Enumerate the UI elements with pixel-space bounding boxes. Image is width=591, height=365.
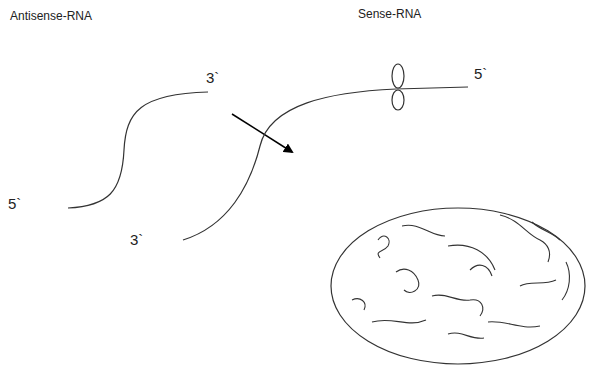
strand-end: 5` xyxy=(474,66,487,83)
antisense-strand xyxy=(68,92,208,208)
strand-end: 5` xyxy=(8,196,21,213)
rna-fragments xyxy=(352,215,569,338)
hairpin-loop xyxy=(392,64,404,88)
molecule-name: Sense-RNA xyxy=(358,8,421,21)
binding-arrow xyxy=(232,114,292,152)
cell-outline xyxy=(331,208,585,364)
strand-end: 3` xyxy=(130,232,143,249)
hairpin-loop xyxy=(392,90,404,110)
sense-strand xyxy=(183,87,468,240)
molecule-name: Antisense-RNA xyxy=(10,10,92,23)
strand-end: 3` xyxy=(206,70,219,87)
